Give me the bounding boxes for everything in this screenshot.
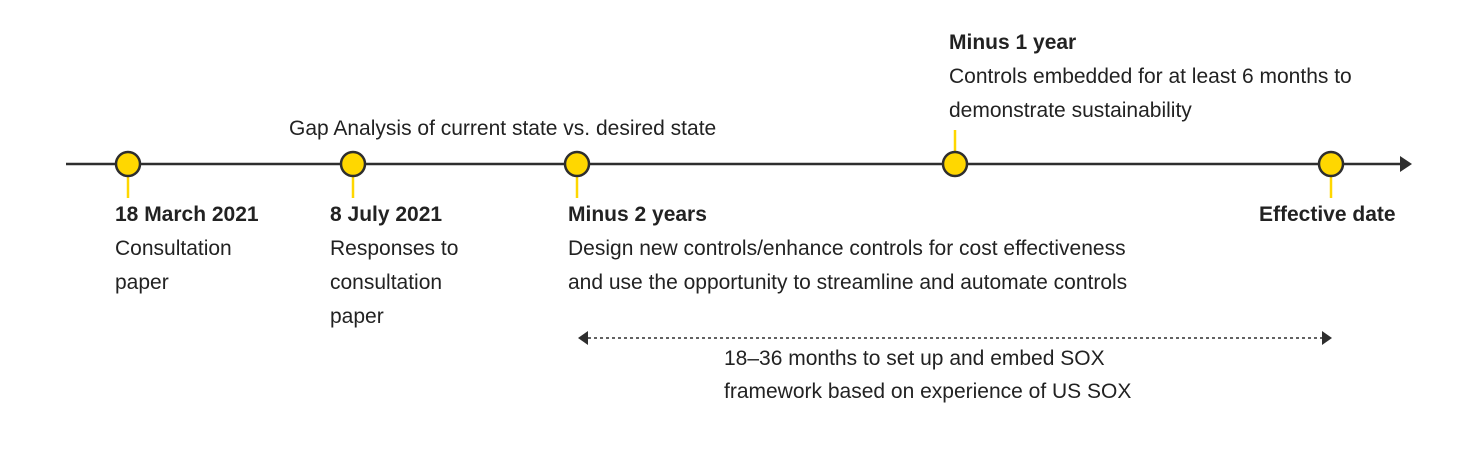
milestone-marker-5 [1317,150,1345,178]
milestone-body: Design new controls/enhance controls for… [568,237,1128,294]
milestone-effective-date: Effective date [1259,198,1396,232]
milestone-title: 18 March 2021 [115,203,259,226]
range-arrowhead-left [578,331,588,345]
gap-analysis-label: Gap Analysis of current state vs. desire… [289,117,717,140]
milestone-title: 8 July 2021 [330,203,443,226]
minus-one-year-body: Controls embedded for at least 6 months … [949,65,1352,122]
milestone-consultation-paper: 18 March 2021 Consultation paper [115,198,259,300]
timeline-arrowhead [1400,156,1412,172]
milestone-marker-4 [941,150,969,178]
milestone-marker-1 [114,150,142,178]
milestone-responses: 8 July 2021 Responses to consultation pa… [330,198,458,334]
milestone-title: Minus 2 years [568,203,707,226]
milestone-marker-2 [339,150,367,178]
range-label: 18–36 months to set up and embed SOX fra… [724,347,1132,403]
milestone-marker-3 [563,150,591,178]
minus-one-year-title: Minus 1 year [949,31,1077,54]
milestone-body: Consultation paper [115,237,232,294]
milestone-title: Effective date [1259,203,1396,226]
milestone-minus-two-years: Minus 2 years Design new controls/enhanc… [568,198,1127,300]
range-arrowhead-right [1322,331,1332,345]
milestone-body: Responses to consultation paper [330,237,459,328]
minus-one-year-annotation: Minus 1 year Controls embedded for at le… [949,26,1352,128]
